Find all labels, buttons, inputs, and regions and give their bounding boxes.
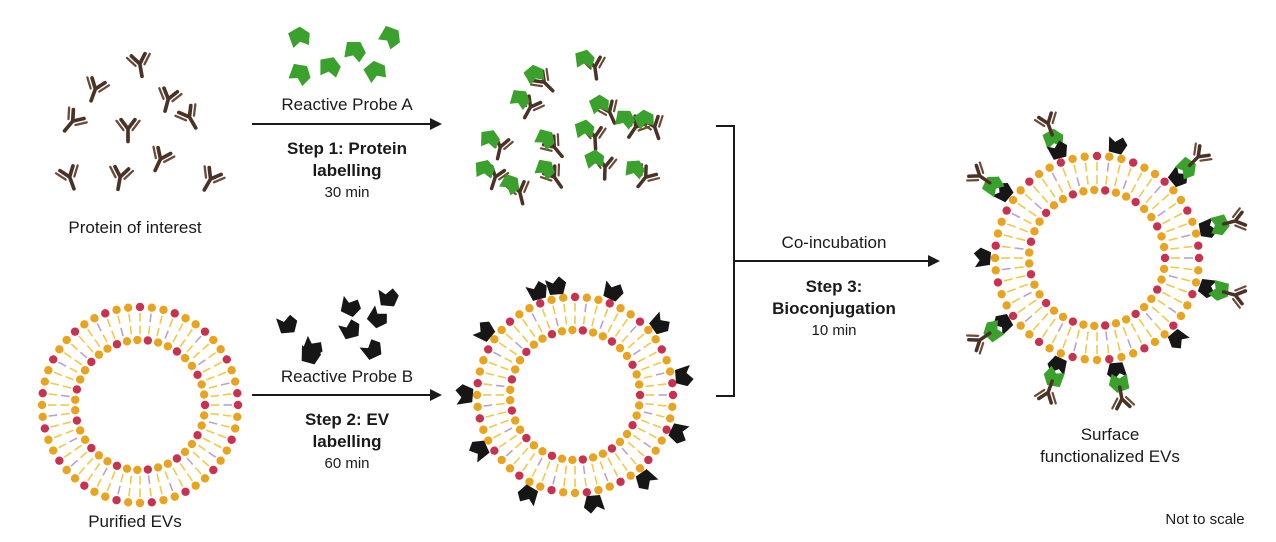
merge-bracket (716, 125, 940, 397)
probe-b-icon (646, 310, 674, 338)
probe-b-icon (632, 466, 660, 494)
step3-reagent: Co-incubation (781, 233, 887, 252)
probe-a-icon (480, 129, 501, 150)
probe-b-icon (973, 247, 992, 268)
probe-b-icon (544, 275, 568, 297)
step3-title-line1: Step 3: (805, 277, 863, 296)
antibody-icon (104, 163, 135, 194)
labelled-ev-vesicle (455, 275, 695, 515)
step1-title-line2: labelling (312, 161, 382, 180)
probe-b-icon (1164, 326, 1191, 353)
probe-a-icon (376, 23, 405, 52)
probe-b-icon (673, 364, 695, 388)
antibody-icon (192, 163, 227, 198)
probe-a-icon (362, 57, 391, 86)
probe-a-icon (320, 57, 341, 78)
label-not-to-scale: Not to scale (1165, 511, 1245, 528)
probe-b-icon (337, 317, 364, 342)
probe-b-icon (455, 384, 474, 405)
probe-b-icon (378, 288, 399, 307)
step2-title-line2: labelling (312, 432, 382, 451)
label-purified-evs: Purified EVs (88, 512, 182, 531)
protein-antibody-group (53, 50, 227, 198)
antibody-icon (1107, 383, 1136, 412)
antibody-icon (53, 162, 87, 195)
probe-a-icon (625, 159, 646, 180)
probe-b-icon (666, 420, 691, 447)
antibody-icon (78, 74, 112, 107)
probe-a-group (287, 23, 405, 88)
probe-b-group (275, 288, 399, 366)
probe-b-icon (358, 336, 386, 363)
antibody-icon (173, 101, 208, 136)
antibody-icon (125, 50, 156, 81)
step3-duration: 10 min (811, 322, 857, 339)
labelled-protein-group (475, 48, 671, 209)
antibody-icon (114, 117, 142, 144)
probe-b-icon (364, 304, 392, 332)
probe-b-icon (1106, 135, 1129, 156)
antibody-icon (142, 143, 177, 178)
step2-reagent: Reactive Probe B (280, 367, 414, 386)
purified-ev-vesicle (37, 302, 243, 508)
probe-a-icon (475, 159, 496, 180)
label-surface-line2: functionalized EVs (1040, 447, 1180, 466)
probe-b-icon (600, 279, 627, 304)
step3-title-line2: Bioconjugation (772, 299, 896, 318)
antibody-icon (152, 85, 184, 116)
probe-a-icon (287, 24, 314, 51)
probe-a-icon (614, 108, 637, 131)
step2-title-line1: Step 2: EV (304, 410, 390, 429)
probe-b-icon (338, 294, 364, 319)
probe-a-icon (343, 39, 368, 64)
label-surface-line1: Surface (1080, 425, 1140, 444)
probe-b-icon (275, 313, 300, 335)
step1-reagent: Reactive Probe A (281, 95, 413, 114)
functionalized-ev-vesicle (964, 109, 1249, 412)
probe-b-icon (582, 493, 606, 515)
step1-title-line1: Step 1: Protein (287, 139, 407, 158)
step2-duration: 60 min (324, 455, 370, 472)
probe-a-icon (287, 61, 314, 88)
label-protein-of-interest: Protein of interest (68, 218, 202, 237)
step1-duration: 30 min (324, 184, 370, 201)
antibody-icon (53, 104, 90, 141)
